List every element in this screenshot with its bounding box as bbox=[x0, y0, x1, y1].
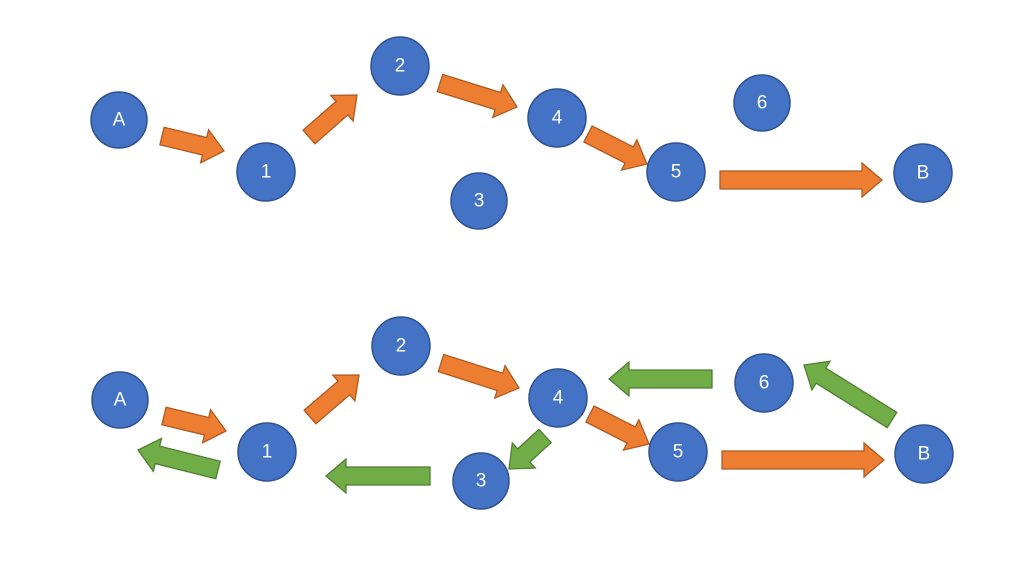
node-5: 5 bbox=[646, 142, 706, 202]
arrow-a-to-1 bbox=[159, 126, 225, 165]
node-label: 5 bbox=[673, 442, 684, 463]
node-circle bbox=[893, 143, 953, 203]
diagram-bottom: A 1 2 3 4 5 6B bbox=[91, 316, 954, 510]
node-circle bbox=[371, 316, 431, 376]
node-label: 4 bbox=[552, 108, 563, 129]
arrow-5-to-b bbox=[721, 441, 886, 479]
arrow-a-to-1 bbox=[161, 406, 227, 445]
node-label: 3 bbox=[476, 471, 487, 492]
node-6: 6 bbox=[733, 74, 791, 132]
node-circle bbox=[450, 172, 508, 230]
arrow-1-to-2 bbox=[303, 374, 360, 425]
node-circle bbox=[452, 452, 510, 510]
arrow-2-to-4 bbox=[436, 73, 518, 119]
arrow-4-to-5 bbox=[583, 125, 648, 172]
diagram-top: A 1 2 3 4 5 6B bbox=[90, 36, 953, 230]
node-a: A bbox=[90, 91, 148, 149]
edge-layer bbox=[159, 73, 884, 199]
node-label: 5 bbox=[671, 162, 682, 183]
node-2: 2 bbox=[370, 36, 430, 96]
node-circle bbox=[648, 422, 708, 482]
arrow-b-to-6 bbox=[803, 360, 898, 429]
arrow-3-to-1 bbox=[324, 457, 431, 495]
node-label: 6 bbox=[759, 373, 770, 394]
arrow-4-to-3 bbox=[508, 428, 553, 470]
node-circle bbox=[237, 422, 297, 482]
node-1: 1 bbox=[236, 142, 296, 202]
edge-layer bbox=[137, 353, 898, 495]
node-3: 3 bbox=[450, 172, 508, 230]
arrow-2-to-4 bbox=[437, 353, 520, 400]
node-label: B bbox=[918, 444, 931, 465]
node-5: 5 bbox=[648, 422, 708, 482]
node-3: 3 bbox=[452, 452, 510, 510]
node-2: 2 bbox=[371, 316, 431, 376]
node-layer: A 1 2 3 4 5 6B bbox=[90, 36, 953, 230]
arrow-1-to-2 bbox=[302, 94, 358, 145]
node-label: 4 bbox=[553, 388, 564, 409]
node-circle bbox=[236, 142, 296, 202]
node-a: A bbox=[91, 371, 149, 429]
arrow-1-to-a bbox=[137, 437, 221, 480]
node-label: A bbox=[113, 110, 126, 131]
node-4: 4 bbox=[527, 88, 587, 148]
node-label: 1 bbox=[262, 442, 273, 463]
node-label: B bbox=[917, 163, 930, 184]
node-circle bbox=[734, 353, 794, 413]
node-layer: A 1 2 3 4 5 6B bbox=[91, 316, 954, 510]
node-6: 6 bbox=[734, 353, 794, 413]
node-1: 1 bbox=[237, 422, 297, 482]
node-label: 2 bbox=[395, 56, 406, 77]
node-label: 2 bbox=[396, 336, 407, 357]
node-label: 1 bbox=[261, 162, 272, 183]
arrow-4-to-5 bbox=[585, 405, 650, 452]
node-circle bbox=[733, 74, 791, 132]
node-b: B bbox=[893, 143, 953, 203]
node-label: 3 bbox=[474, 191, 485, 212]
node-circle bbox=[528, 368, 588, 428]
arrow-5-to-b bbox=[719, 161, 884, 199]
node-label: 6 bbox=[757, 93, 768, 114]
node-circle bbox=[527, 88, 587, 148]
node-4: 4 bbox=[528, 368, 588, 428]
node-circle bbox=[370, 36, 430, 96]
node-circle bbox=[90, 91, 148, 149]
node-b: B bbox=[894, 424, 954, 484]
node-label: A bbox=[114, 390, 127, 411]
node-circle bbox=[646, 142, 706, 202]
arrow-6-to-4 bbox=[607, 360, 713, 398]
node-circle bbox=[894, 424, 954, 484]
node-circle bbox=[91, 371, 149, 429]
